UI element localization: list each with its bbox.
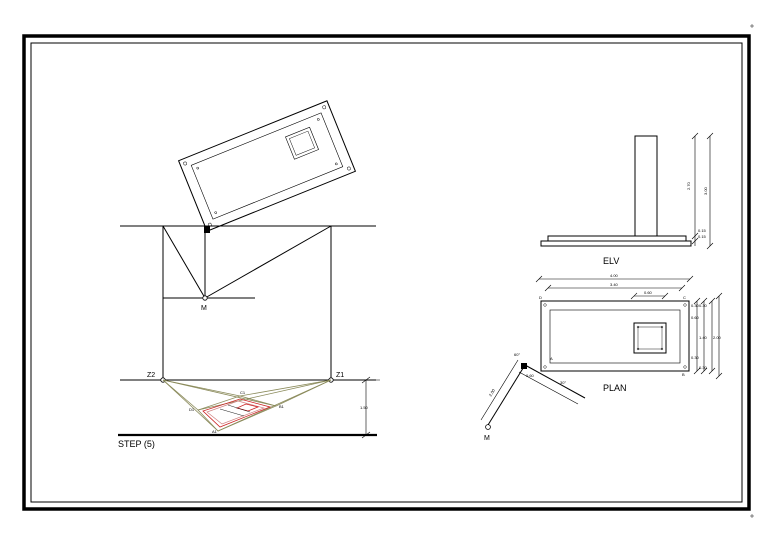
label-b1: B1	[279, 404, 285, 409]
dim-plan-140: 1.40	[699, 335, 708, 340]
plan-view: 4.00 3.40 0.60 D C A B	[480, 273, 723, 442]
label-d1: D1	[189, 407, 195, 412]
dim-plan-width-outer: 4.00	[610, 273, 619, 278]
label-z1: Z1	[336, 372, 344, 379]
station-marker	[521, 363, 527, 369]
dim-m-offset: 0.60	[526, 373, 535, 378]
label-m-right: M	[484, 435, 490, 442]
plan-corner-a: A	[550, 356, 553, 361]
plan-corner-c: C	[683, 295, 686, 300]
dim-elv-270: 2.70	[686, 181, 691, 190]
plan-label: PLAN	[603, 383, 627, 393]
dim-plan-030a: 0.30	[691, 303, 700, 308]
tilted-plan	[177, 100, 357, 232]
plan-corner-b: B	[682, 372, 685, 377]
elv-label: ELV	[603, 256, 619, 266]
label-c1: C1	[240, 390, 246, 395]
station-point-m	[202, 295, 208, 301]
dim-height-left: 1.50	[360, 405, 369, 410]
dim-m-dist: 2.00	[488, 387, 497, 397]
angle-60: 60°	[514, 352, 520, 357]
vanishing-rays	[162, 379, 332, 432]
dim-plan-030c: 0.30	[691, 355, 700, 360]
contact-square	[204, 226, 210, 233]
plan-corner-d: D	[539, 295, 542, 300]
angle-30: 30°	[560, 380, 566, 385]
dim-plan-width-inner: 3.40	[610, 282, 619, 287]
label-m-left: M	[201, 305, 207, 312]
dim-plan-200: 2.00	[713, 335, 722, 340]
label-a1: A1	[212, 429, 218, 434]
label-z2: Z2	[147, 372, 155, 379]
dim-elv-015b: 0.15	[698, 234, 707, 239]
perspective-plan	[197, 395, 278, 432]
elevation-view: 2.70 3.00 0.15 0.15 ELV	[540, 132, 714, 266]
perspective-construction: M Z2 Z1 C1 D1 B1 A1	[118, 100, 380, 449]
inner-frame	[30, 42, 743, 503]
outer-frame	[22, 34, 751, 511]
dim-elv-300: 3.00	[703, 186, 708, 195]
dim-elv-015a: 0.15	[698, 228, 707, 233]
step-label: STEP (5)	[118, 439, 155, 449]
dim-plan-060: 0.60	[691, 315, 700, 320]
dim-plan-030d: 0.30	[699, 365, 708, 370]
station-point-m-right	[485, 424, 491, 430]
dim-plan-030b: 0.30	[699, 303, 708, 308]
dim-plan-square: 0.60	[644, 290, 653, 295]
